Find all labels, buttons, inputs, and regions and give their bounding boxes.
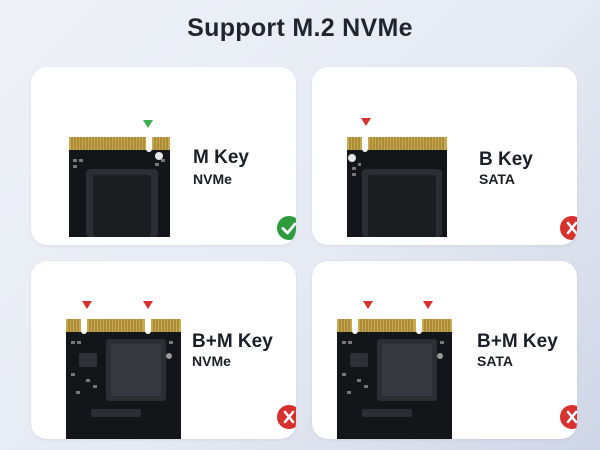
cross-icon (560, 405, 577, 429)
cross-icon (560, 216, 577, 240)
check-icon (277, 216, 296, 240)
interface-label: NVMe (193, 171, 232, 187)
m2-bm-key-board-image (66, 301, 181, 439)
marker-red-icon (363, 301, 373, 309)
key-type-label: M Key (193, 147, 249, 168)
interface-label: NVMe (192, 353, 231, 369)
marker-green-icon (143, 120, 153, 128)
marker-red-icon (423, 301, 433, 309)
cross-icon (277, 405, 296, 429)
marker-red-icon (143, 301, 153, 309)
m2-m-key-board-image (69, 120, 170, 237)
interface-label: SATA (479, 171, 516, 187)
card-bm-key-sata: B+M Key SATA (312, 261, 577, 439)
card-bm-key-nvme: B+M Key NVMe (31, 261, 296, 439)
marker-red-icon (361, 118, 371, 126)
card-m-key-nvme: M Key NVMe (31, 67, 296, 245)
interface-label: SATA (477, 353, 514, 369)
marker-red-icon (82, 301, 92, 309)
m2-b-key-board-image (347, 118, 447, 237)
key-type-label: B+M Key (477, 331, 558, 352)
page-title: Support M.2 NVMe (187, 14, 413, 42)
key-type-label: B Key (479, 149, 533, 170)
card-b-key-sata: B Key SATA (312, 67, 577, 245)
m2-bm-key-board-image (337, 301, 452, 439)
key-type-label: B+M Key (192, 331, 273, 352)
